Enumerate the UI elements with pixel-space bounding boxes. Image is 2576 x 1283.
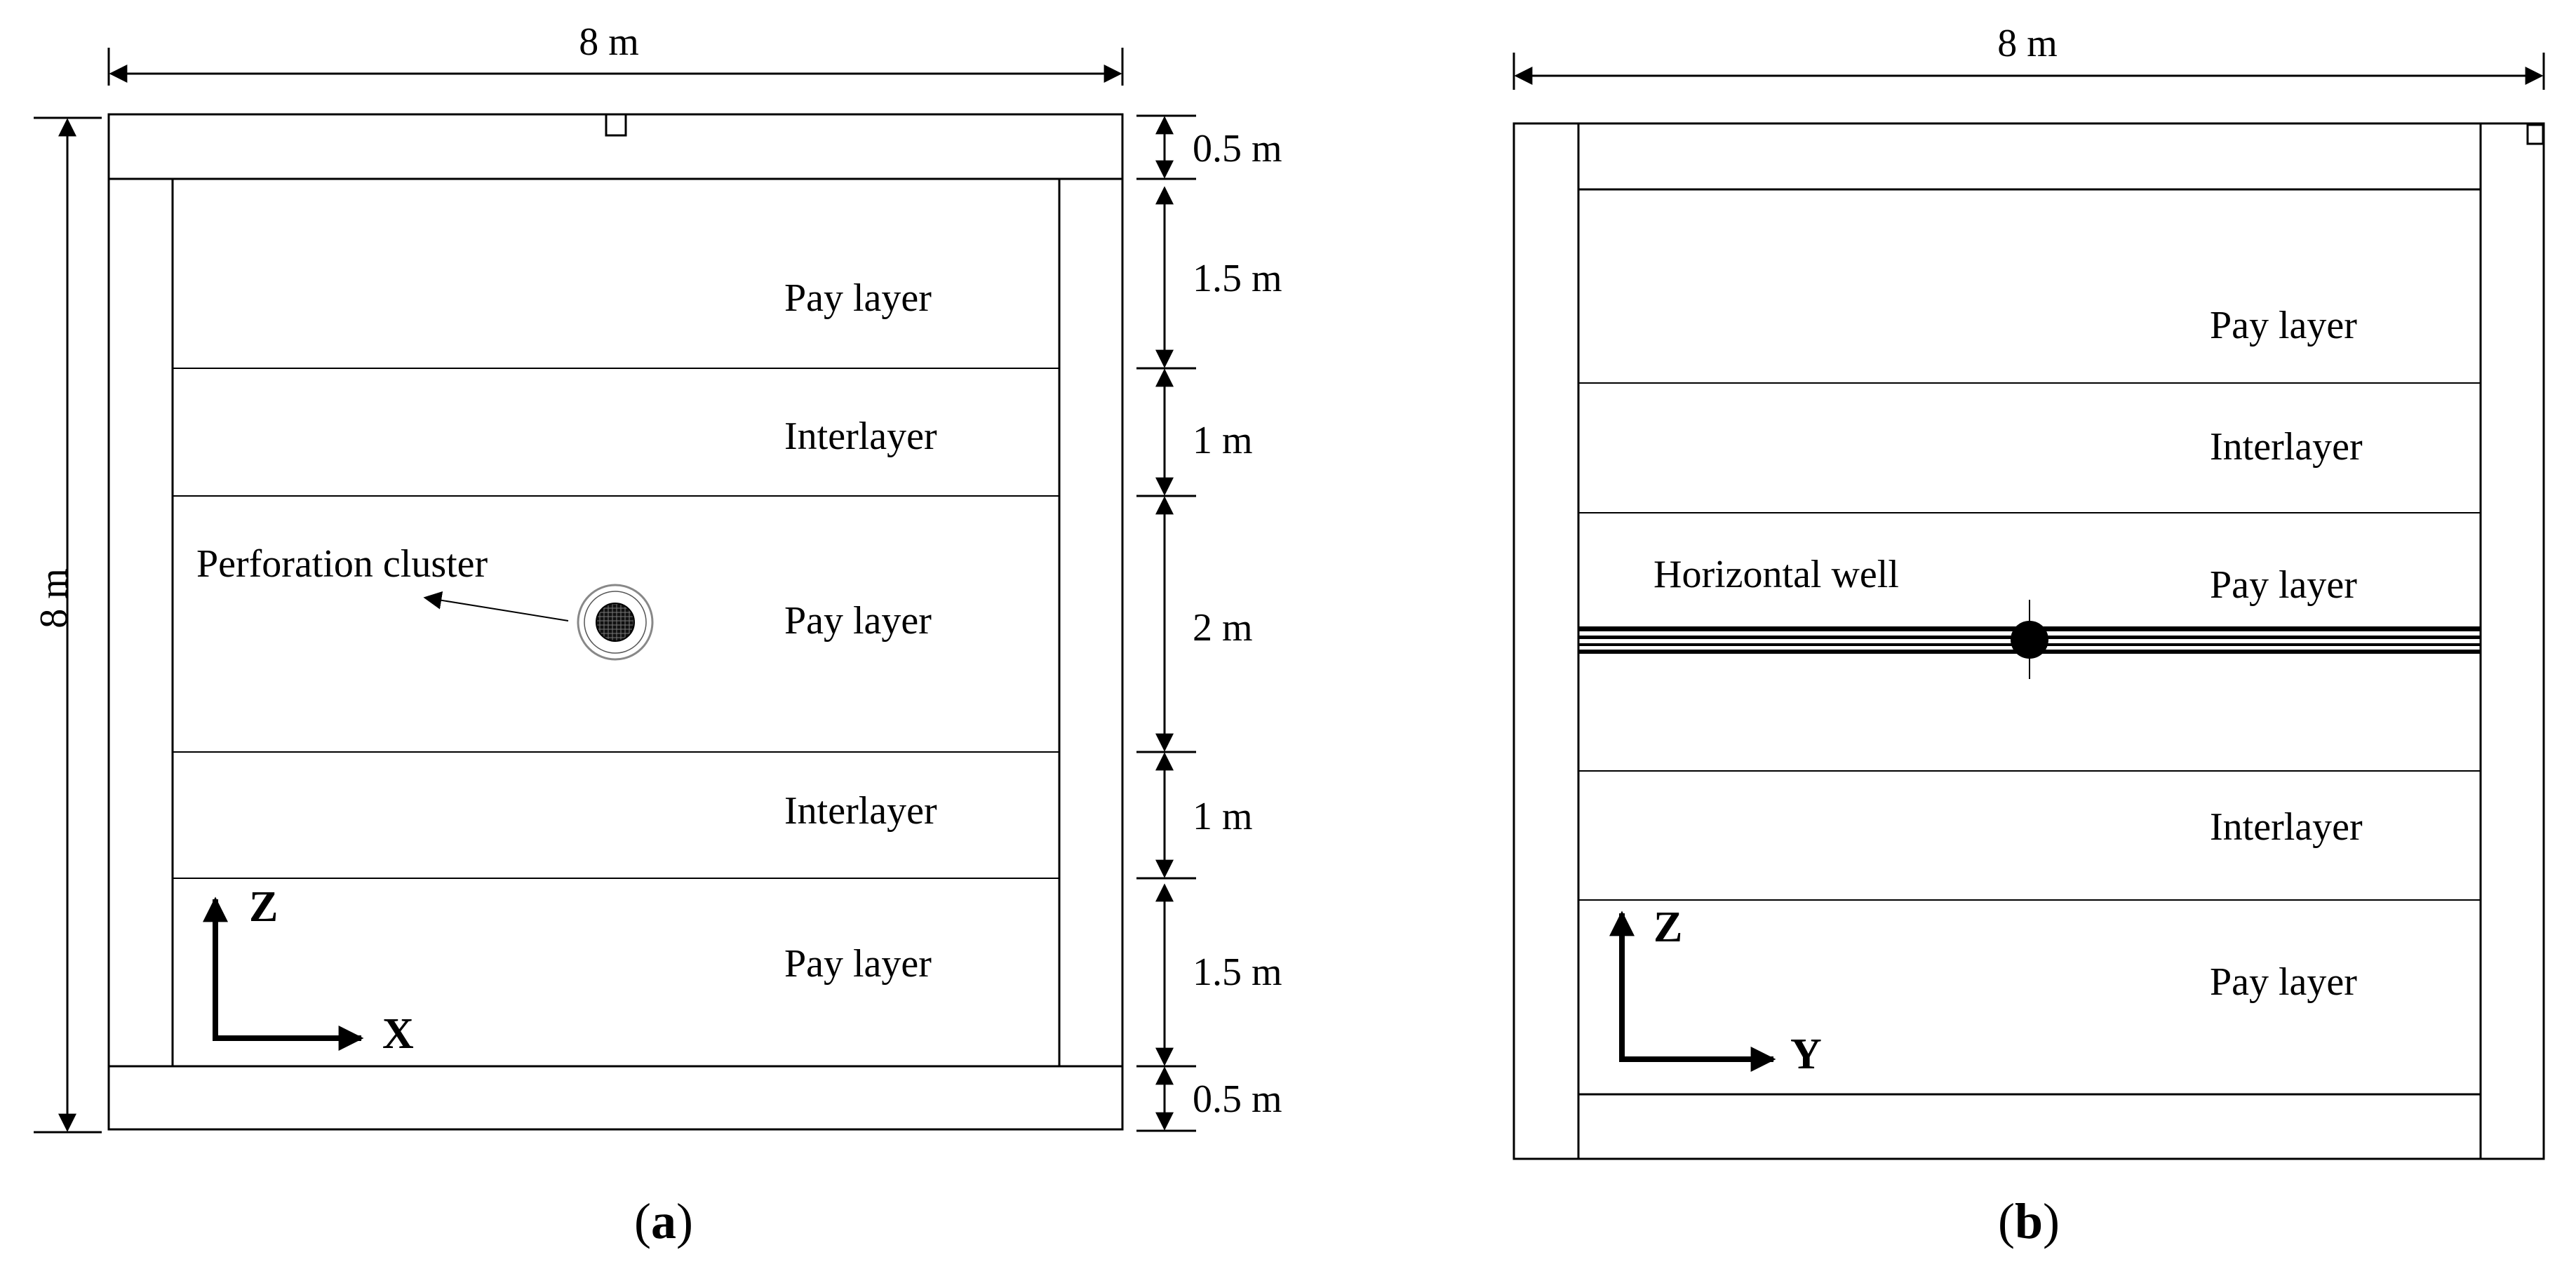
axis-y-label: Y: [1790, 1030, 1822, 1078]
well-perforation-point: [2011, 621, 2048, 659]
dimension-label: 1.5 m: [1193, 257, 1282, 300]
panel-a-height-label: 8 m: [32, 568, 76, 629]
panel-a-layer-label: Pay layer: [784, 942, 932, 986]
panel-b-layer-label: Pay layer: [2210, 304, 2357, 347]
panel-b-layer-label: Interlayer: [2210, 425, 2363, 469]
panel-a-caption: (a): [634, 1193, 693, 1249]
panel-a-layer-label: Pay layer: [784, 276, 932, 320]
panel-a: 8 m 8 m Pay layer Interlayer Pay: [32, 20, 1282, 1249]
horizontal-well-label: Horizontal well: [1653, 553, 1899, 596]
panel-b-width-label: 8 m: [1997, 22, 2058, 65]
panel-a-layer-label: Interlayer: [784, 789, 937, 833]
panel-a-width-label: 8 m: [579, 20, 639, 64]
horizontal-well: [1578, 600, 2481, 679]
dimension-label: 0.5 m: [1193, 127, 1282, 170]
dimension-label: 2 m: [1193, 606, 1253, 650]
dimension-label: 1.5 m: [1193, 951, 1282, 994]
dimension-label: 0.5 m: [1193, 1077, 1282, 1121]
perforation-cluster: [577, 584, 654, 661]
panel-a-axes: Z X: [203, 883, 414, 1058]
panel-b-layer-label: Interlayer: [2210, 805, 2363, 849]
dimension-label: 1 m: [1193, 419, 1253, 462]
panel-b-axes: Z Y: [1609, 904, 1822, 1078]
panel-a-top-port: [605, 113, 627, 137]
panel-b-width-dimension: 8 m: [1512, 22, 2545, 90]
perforation-cluster-label: Perforation cluster: [196, 542, 488, 586]
panel-b-layer-label: Pay layer: [2210, 563, 2357, 607]
panel-b-layer-boundaries: [1578, 382, 2481, 901]
panel-a-height-dimension: 8 m: [32, 116, 102, 1134]
panel-b-caption: (b): [1998, 1193, 2060, 1249]
panel-a-layer-label: Interlayer: [784, 415, 937, 458]
panel-a-frame: [107, 113, 1124, 1131]
panel-b-frame: [1512, 122, 2545, 1160]
panel-b: 8 m Pay layer Interlayer Pay layer Inter…: [1512, 22, 2545, 1249]
axis-z-label: Z: [1653, 904, 1682, 951]
perforation-pointer-arrow: [423, 591, 569, 622]
panel-a-width-dimension: 8 m: [107, 20, 1124, 86]
dimension-label: 1 m: [1193, 795, 1253, 838]
axis-x-label: X: [382, 1010, 414, 1058]
panel-a-layer-boundaries: [173, 368, 1059, 879]
panel-b-corner-port: [2526, 123, 2544, 145]
panel-b-layer-label: Pay layer: [2210, 960, 2357, 1004]
axis-z-label: Z: [249, 883, 278, 931]
panel-a-layer-label: Pay layer: [784, 599, 932, 643]
panel-a-thickness-dimensions: [1136, 114, 1196, 1132]
